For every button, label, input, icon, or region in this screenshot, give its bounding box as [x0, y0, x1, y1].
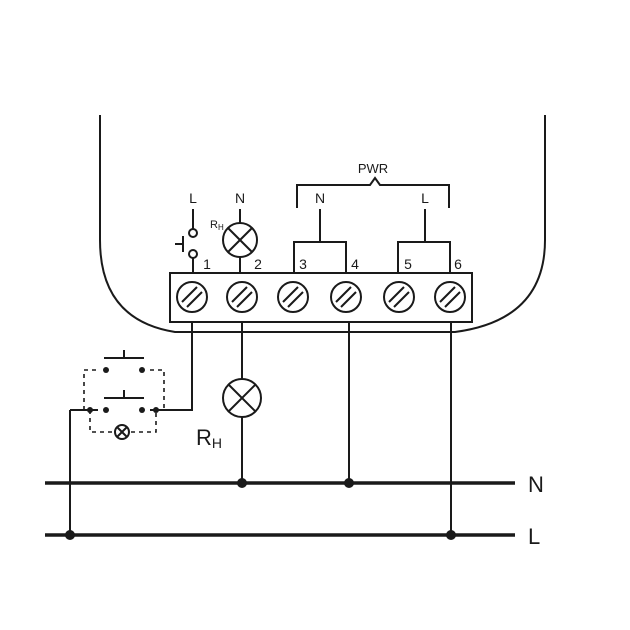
pwr-bracket — [296, 176, 450, 208]
small-rh-main: R — [210, 219, 218, 231]
terminal-screw-3 — [277, 281, 309, 313]
switch-supply-label: L — [189, 190, 197, 206]
pwr-label: PWR — [358, 161, 388, 176]
terminal-number-2: 2 — [254, 256, 262, 272]
terminal-number-1: 1 — [203, 256, 211, 272]
terminal-screw-5 — [383, 281, 415, 313]
terminal-number-5: 5 — [404, 256, 412, 272]
small-rh-sub: H — [218, 223, 224, 232]
terminal-screw-6 — [434, 281, 466, 313]
terminal-number-6: 6 — [454, 256, 462, 272]
pwr-l-contact: L — [397, 190, 451, 272]
pwr-n-contact: N — [293, 190, 347, 272]
external-pushbuttons — [70, 350, 165, 440]
big-rh-main: R — [196, 425, 212, 450]
lamp-supply-label: N — [235, 190, 245, 206]
wire-terminal-1 — [160, 322, 193, 411]
housing-outline — [99, 115, 546, 333]
pwr-n-label: N — [315, 190, 325, 206]
external-lamp-icon — [222, 378, 262, 483]
terminal-number-3: 3 — [299, 256, 307, 272]
terminal-block — [169, 272, 473, 323]
junction-l-terminal-6 — [446, 530, 456, 540]
pwr-l-label: L — [421, 190, 429, 206]
internal-pushbutton-icon: L — [175, 190, 198, 272]
junction-n-lamp — [237, 478, 247, 488]
junction-l-pushbutton — [65, 530, 75, 540]
busbar-l-label: L — [528, 524, 540, 549]
terminal-screw-1 — [176, 281, 208, 313]
svg-text:RH: RH — [210, 219, 224, 232]
junction-n-terminal-4 — [344, 478, 354, 488]
terminal-number-4: 4 — [351, 256, 359, 272]
terminal-screw-2 — [226, 281, 258, 313]
big-rh-sub: H — [212, 435, 222, 451]
svg-text:RH: RH — [196, 425, 222, 451]
busbar-n-label: N — [528, 472, 544, 497]
internal-lamp-icon: N RH — [210, 190, 258, 272]
terminal-screw-4 — [330, 281, 362, 313]
